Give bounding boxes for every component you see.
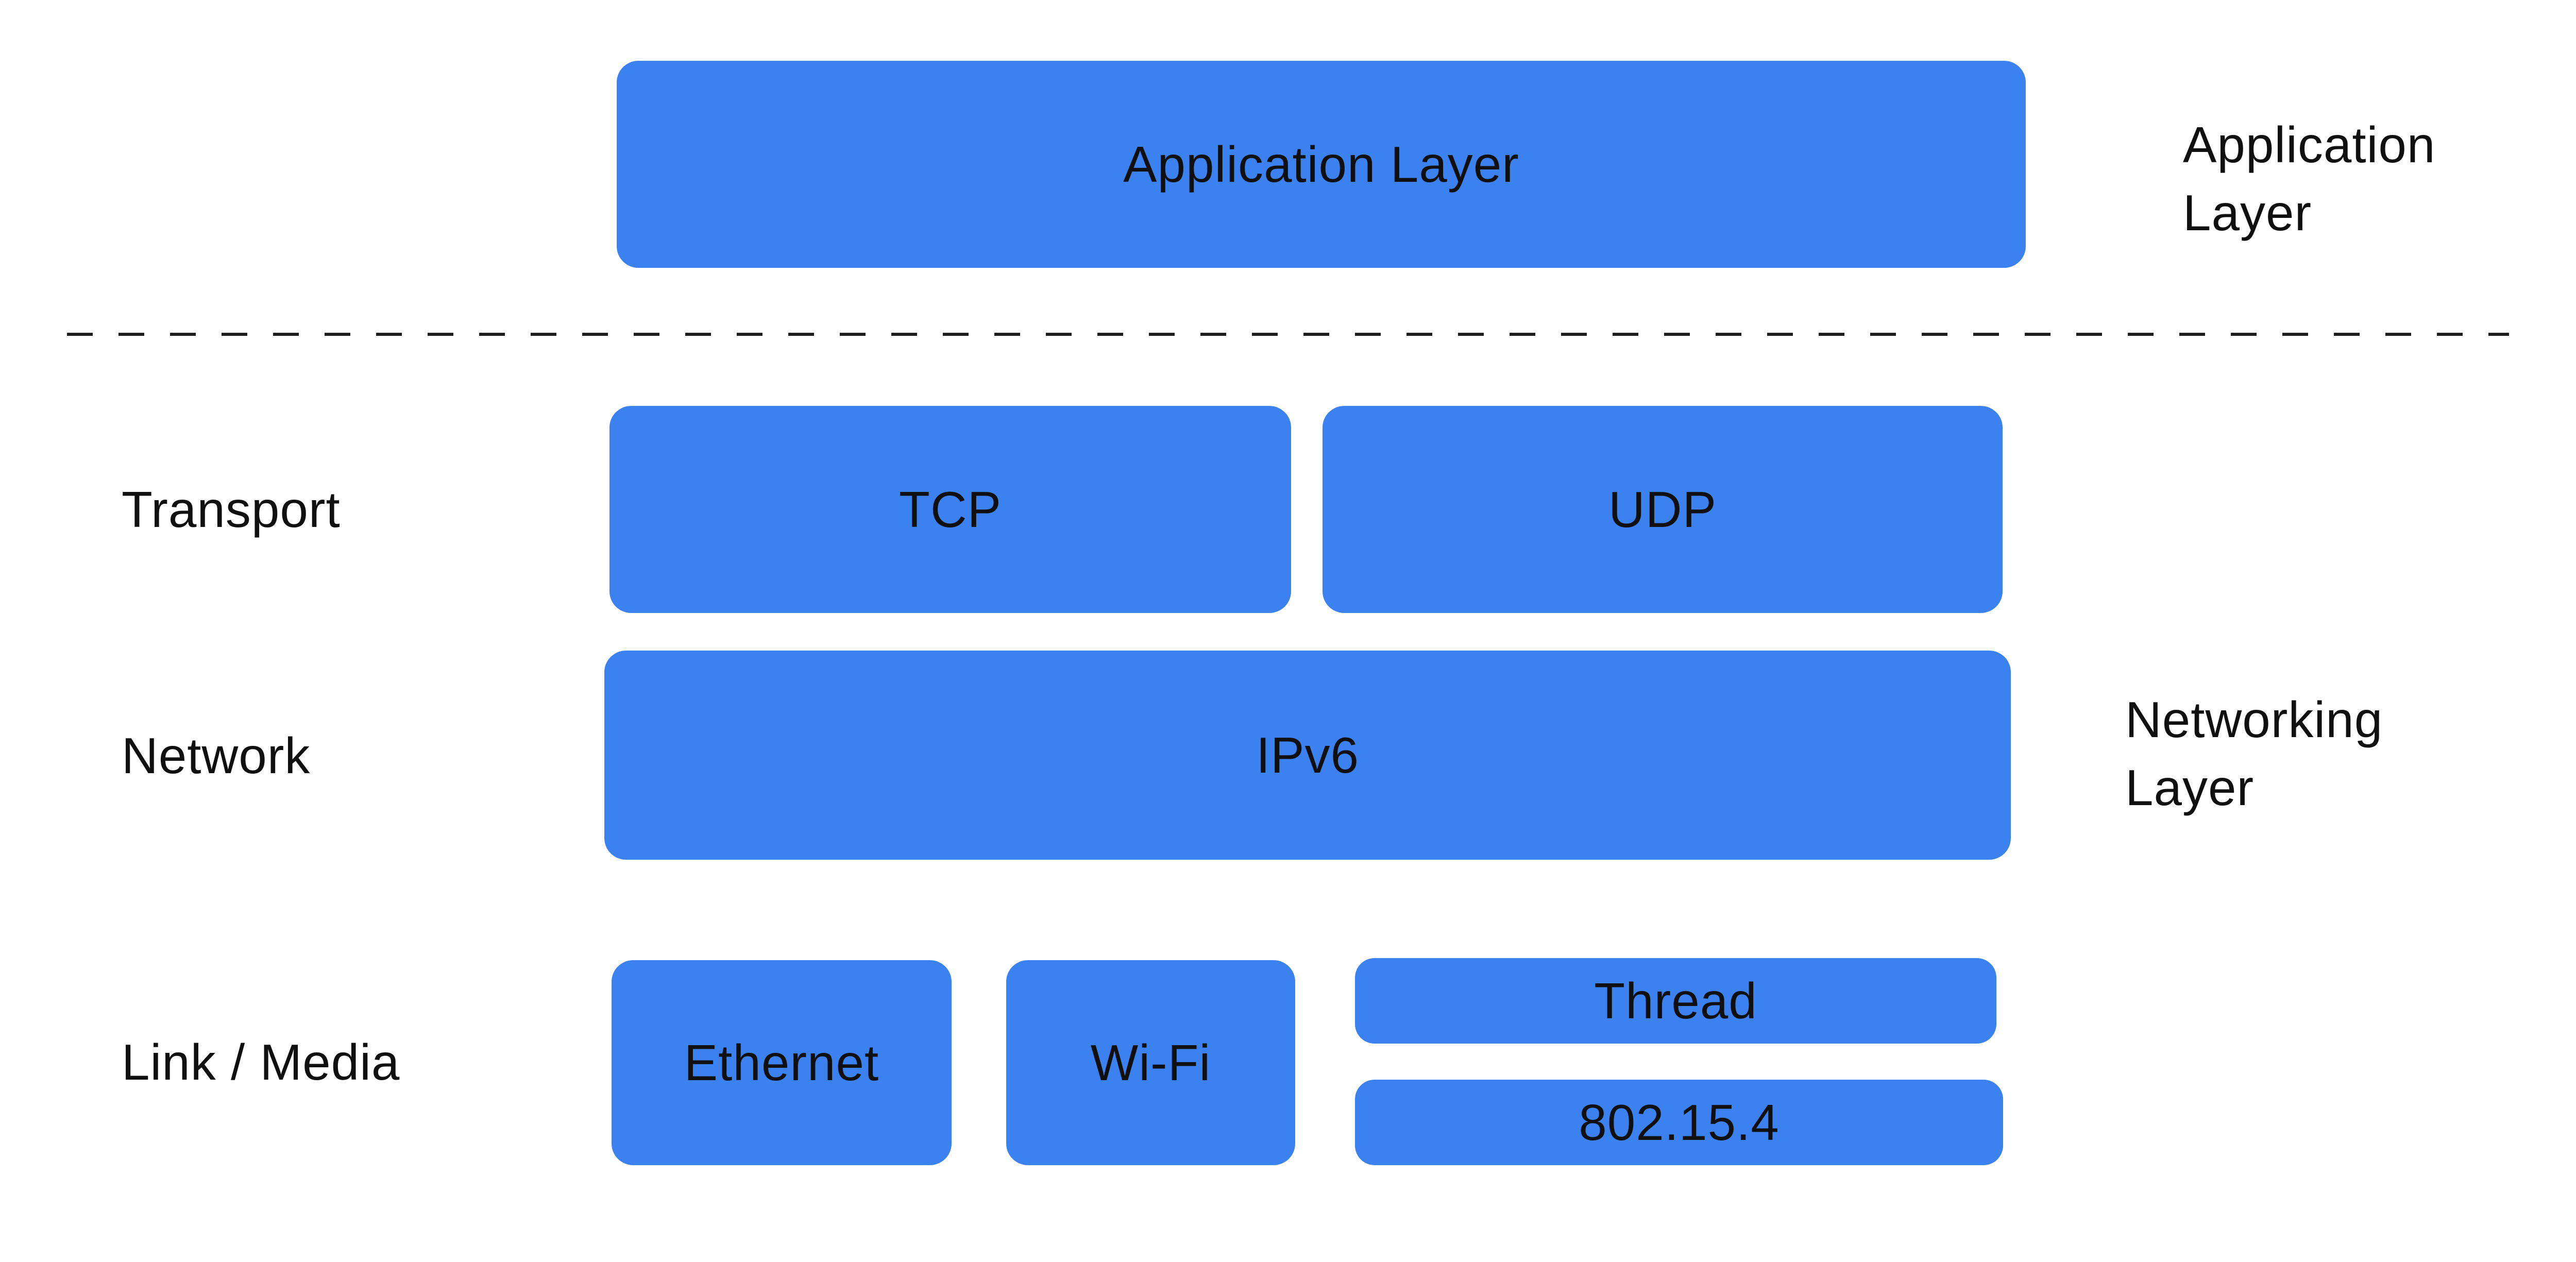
wifi-box: Wi-Fi xyxy=(1006,960,1295,1165)
application-layer-box: Application Layer xyxy=(617,61,2026,268)
udp-box: UDP xyxy=(1323,406,2003,613)
row-label-network: Network xyxy=(122,727,311,784)
application-layer-box-label: Application Layer xyxy=(1123,135,1519,193)
side-label-networking-layer: Networking Layer xyxy=(2125,691,2383,816)
thread-box-label: Thread xyxy=(1594,972,1757,1029)
ethernet-box: Ethernet xyxy=(612,960,952,1165)
thread-box: Thread xyxy=(1355,958,1996,1044)
tcp-box-label: TCP xyxy=(899,481,1002,538)
ieee-802-15-4-box: 802.15.4 xyxy=(1355,1080,2003,1165)
row-label-transport: Transport xyxy=(122,481,341,538)
ipv6-box: IPv6 xyxy=(604,651,2011,860)
tcp-box: TCP xyxy=(609,406,1291,613)
ethernet-box-label: Ethernet xyxy=(684,1034,879,1091)
wifi-box-label: Wi-Fi xyxy=(1090,1034,1211,1091)
ieee-802-15-4-box-label: 802.15.4 xyxy=(1579,1094,1780,1151)
ipv6-box-label: IPv6 xyxy=(1256,726,1360,783)
row-label-link-media: Link / Media xyxy=(122,1034,400,1090)
side-label-application-layer: Application Layer xyxy=(2183,116,2436,241)
udp-box-label: UDP xyxy=(1608,481,1717,538)
layer-divider-dashed-line xyxy=(67,333,2509,336)
